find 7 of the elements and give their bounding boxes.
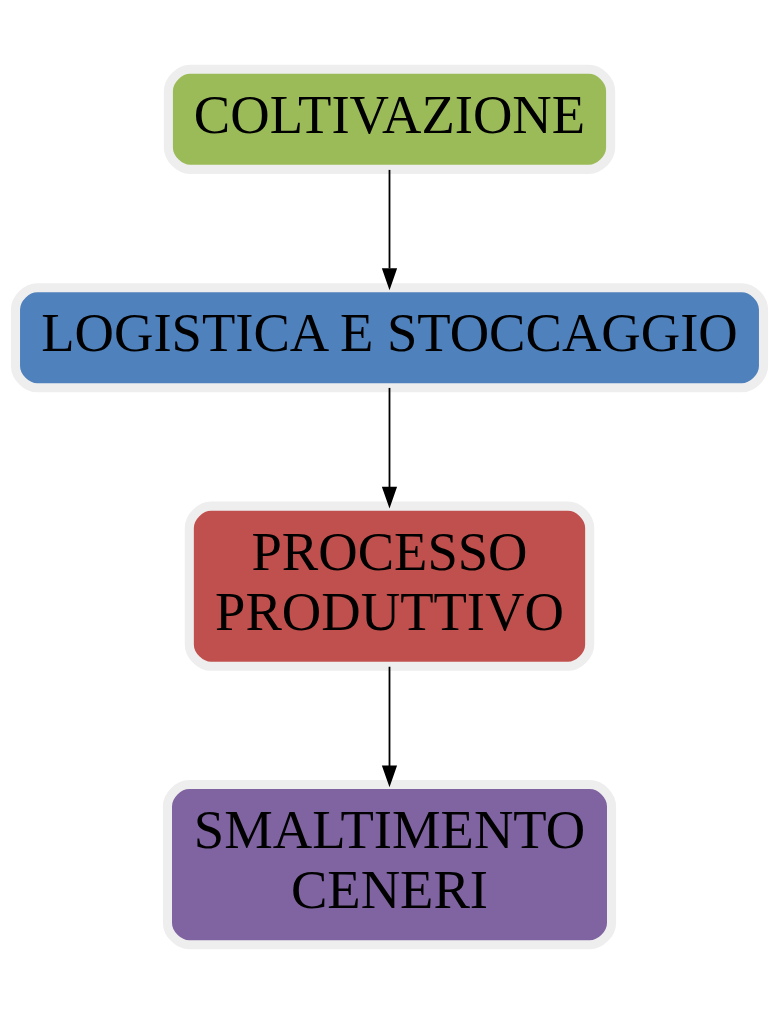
node-box: LOGISTICA E STOCCAGGIO (10, 283, 769, 393)
arrow (381, 665, 398, 788)
node-box: PROCESSO PRODUTTIVO (184, 501, 595, 671)
arrow (381, 169, 398, 291)
node-box: COLTIVAZIONE (163, 64, 616, 174)
node-box: SMALTIMENTO CENERI (162, 780, 617, 950)
arrow (381, 387, 398, 509)
